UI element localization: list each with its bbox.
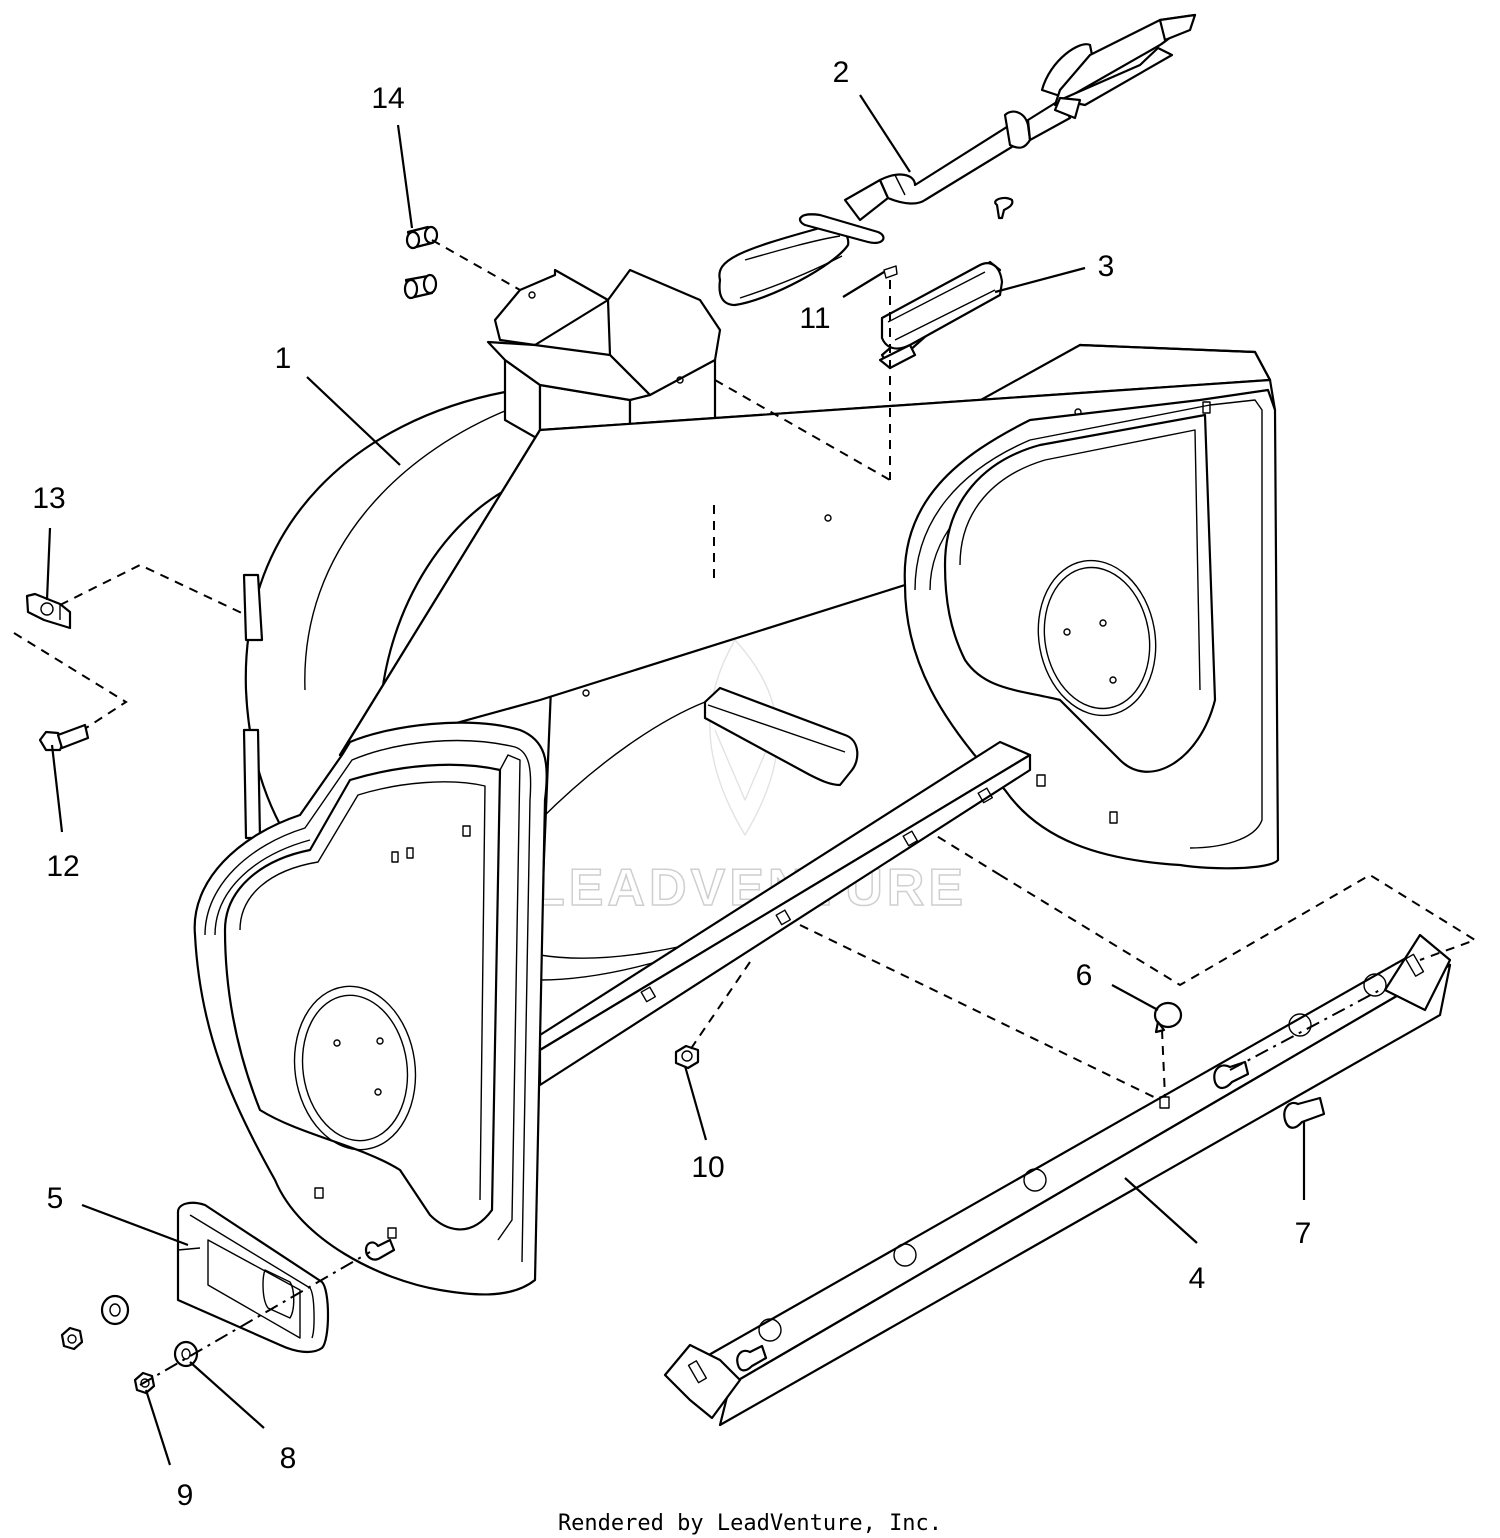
callout-14: 14 (371, 82, 404, 115)
clip-nut-13 (25, 592, 72, 630)
assembly-lines (13, 239, 1478, 1386)
footer-credit: Rendered by LeadVenture, Inc. (558, 1511, 942, 1536)
washer-upper-left (100, 1294, 130, 1326)
leader-lines (45, 94, 1306, 1466)
callout-13: 13 (32, 482, 65, 515)
skid-shoe (176, 1201, 330, 1354)
housing-left-side-plate (193, 721, 548, 1296)
callout-9: 9 (177, 1479, 194, 1512)
bolt-12 (38, 723, 90, 752)
chute-crank-handle (718, 13, 1197, 307)
callout-2: 2 (833, 56, 850, 89)
callout-8: 8 (280, 1442, 297, 1475)
bushing-14-upper (405, 225, 439, 250)
callout-5: 5 (47, 1182, 64, 1215)
callout-4: 4 (1189, 1262, 1206, 1295)
callout-1: 1 (275, 342, 292, 375)
washer-8 (173, 1340, 199, 1368)
callout-10: 10 (691, 1151, 724, 1184)
carriage-bolt-7 (1283, 1096, 1326, 1129)
cotter-pin-11 (883, 265, 898, 279)
callout-6: 6 (1076, 959, 1093, 992)
scraper-bar (663, 933, 1452, 1427)
skid-mount-bolt (364, 1238, 396, 1261)
crank-bracket (878, 260, 1004, 370)
callout-12: 12 (46, 850, 79, 883)
nut-upper-left (60, 1326, 84, 1351)
callout-7: 7 (1295, 1217, 1312, 1250)
bushing-14-lower (403, 273, 438, 300)
callout-3: 3 (1098, 250, 1115, 283)
callout-11: 11 (799, 302, 830, 335)
pin-near-handle (994, 196, 1014, 220)
carriage-bolt-6 (1153, 1001, 1183, 1034)
nut-10 (674, 1044, 700, 1070)
